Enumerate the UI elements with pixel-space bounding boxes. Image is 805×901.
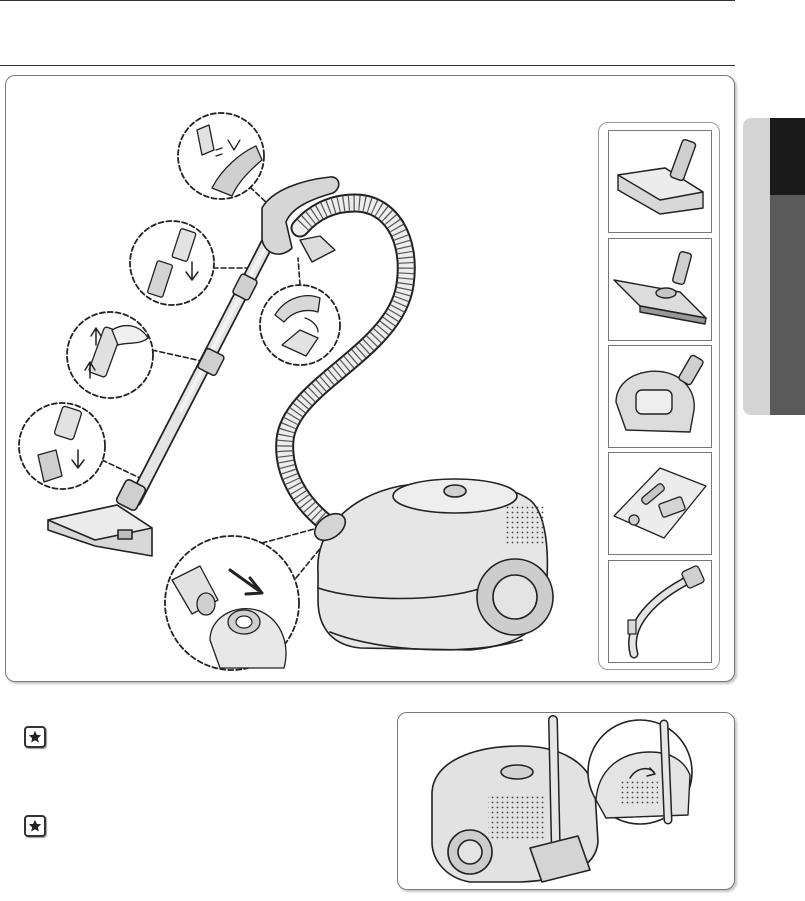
accessory-box-bag: [608, 452, 712, 555]
chapter-tab-section: [770, 195, 805, 415]
accessory-box-floor-brush: [608, 130, 712, 233]
star-icon: [24, 726, 46, 748]
accessory-box-mini-turbo: [608, 345, 712, 448]
accessory-box-turbo-brush: [608, 238, 712, 341]
star-icon: [24, 815, 46, 837]
accessory-box-hose: [608, 560, 712, 663]
top-rule: [0, 0, 735, 1]
parking-panel: [397, 712, 735, 890]
chapter-tab-active: [770, 118, 805, 195]
header-rule: [0, 65, 735, 66]
chapter-tab: [743, 118, 805, 415]
